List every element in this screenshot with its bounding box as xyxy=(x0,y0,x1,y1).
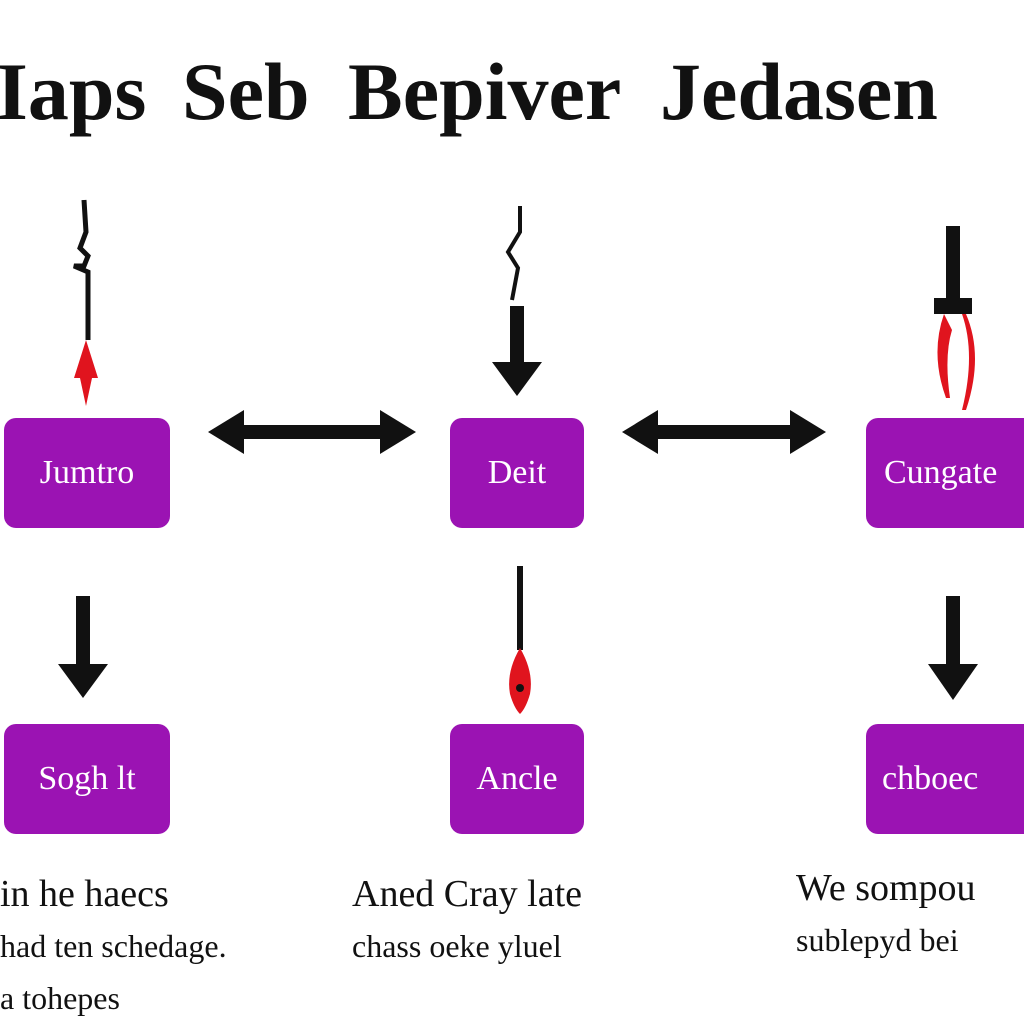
title-word-3: Bepiver xyxy=(348,46,622,137)
caption-center-line-1: Aned Cray late xyxy=(352,873,583,915)
title-word-4: Jedasen xyxy=(660,46,938,137)
node-bottom-left: Sogh lt xyxy=(4,724,170,834)
top-left-pointer-icon xyxy=(73,199,98,406)
node-top-center: Deit xyxy=(450,418,584,528)
right-down-arrow-icon xyxy=(928,596,978,700)
caption-right-line-1: We sompou xyxy=(796,867,976,909)
caption-right-line-2: sublepyd bei xyxy=(796,922,959,958)
node-bottom-center: Ancle xyxy=(450,724,584,834)
title-word-2: Seb xyxy=(182,46,310,137)
node-top-left-label: Jumtro xyxy=(39,454,135,491)
node-bottom-center-label: Ancle xyxy=(476,760,558,797)
center-bobber-icon xyxy=(509,566,531,714)
node-top-center-label: Deit xyxy=(487,454,547,491)
node-top-right: Cungate xyxy=(866,418,1024,528)
caption-center: Aned Cray late chass oeke yluel xyxy=(352,868,582,972)
node-top-right-label: Cungate xyxy=(884,454,998,491)
caption-left: in he haecs had ten schedage. a tohepes xyxy=(0,868,227,1024)
node-bottom-right-label: chboec xyxy=(882,760,979,797)
node-top-left: Jumtro xyxy=(4,418,170,528)
left-down-arrow-icon xyxy=(58,596,108,698)
top-center-down-arrow-icon xyxy=(492,206,542,396)
caption-left-line-1: in he haecs xyxy=(0,873,169,915)
top-right-clamp-icon xyxy=(934,226,975,410)
diagram-title: Iaps Seb Bepiver Jedasen xyxy=(0,42,1024,142)
node-bottom-right: chboec xyxy=(866,724,1024,834)
title-word-1: Iaps xyxy=(0,46,147,137)
caption-left-line-3: a tohepes xyxy=(0,980,120,1016)
double-arrow-left-center-icon xyxy=(208,410,416,454)
double-arrow-center-right-icon xyxy=(622,410,826,454)
caption-center-line-2: chass oeke yluel xyxy=(352,928,562,964)
caption-left-line-2: had ten schedage. xyxy=(0,928,227,964)
node-bottom-left-label: Sogh lt xyxy=(38,760,136,797)
caption-right: We sompou sublepyd bei xyxy=(796,862,976,966)
